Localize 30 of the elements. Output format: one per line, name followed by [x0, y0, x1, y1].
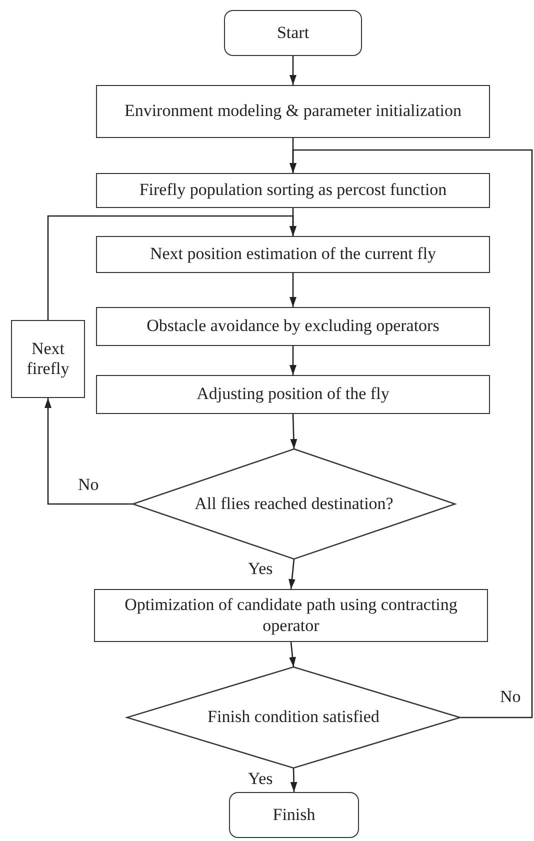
- decision-text: Finish condition satisfied: [206, 707, 380, 728]
- process-box: [11, 320, 85, 398]
- process-box: [94, 589, 488, 642]
- process-box: [96, 236, 490, 273]
- step-text: Finish: [272, 804, 316, 826]
- arrow: [290, 149, 533, 718]
- process-box: [96, 173, 490, 208]
- terminal-box: [229, 792, 359, 838]
- process-box: [96, 375, 490, 414]
- process-box: [96, 85, 490, 138]
- step-text: Obstacle avoidance by excluding operators: [146, 316, 440, 337]
- step-text: Firefly population sorting as percost function: [138, 180, 448, 201]
- step-text: Next position estimation of the current fly: [148, 244, 438, 265]
- process-box: [96, 307, 490, 346]
- decision-text: All flies reached destination?: [194, 494, 394, 514]
- arrow: [288, 558, 296, 590]
- terminal-box: [224, 10, 362, 56]
- arrow: [44, 398, 133, 505]
- step-text: Next firefly: [26, 338, 70, 380]
- arrow: [290, 56, 296, 85]
- step-text: Adjusting position of the fly: [196, 384, 390, 405]
- arrow: [290, 414, 298, 450]
- arrow: [290, 346, 296, 375]
- arrow: [47, 215, 296, 320]
- step-text: Optimization of candidate path using contracting operator: [124, 595, 458, 636]
- step-text: Environment modeling & parameter initialization: [123, 101, 463, 122]
- step-text: Start: [276, 22, 310, 44]
- arrow: [290, 273, 296, 307]
- arrow: [290, 768, 298, 792]
- arrow: [289, 642, 296, 668]
